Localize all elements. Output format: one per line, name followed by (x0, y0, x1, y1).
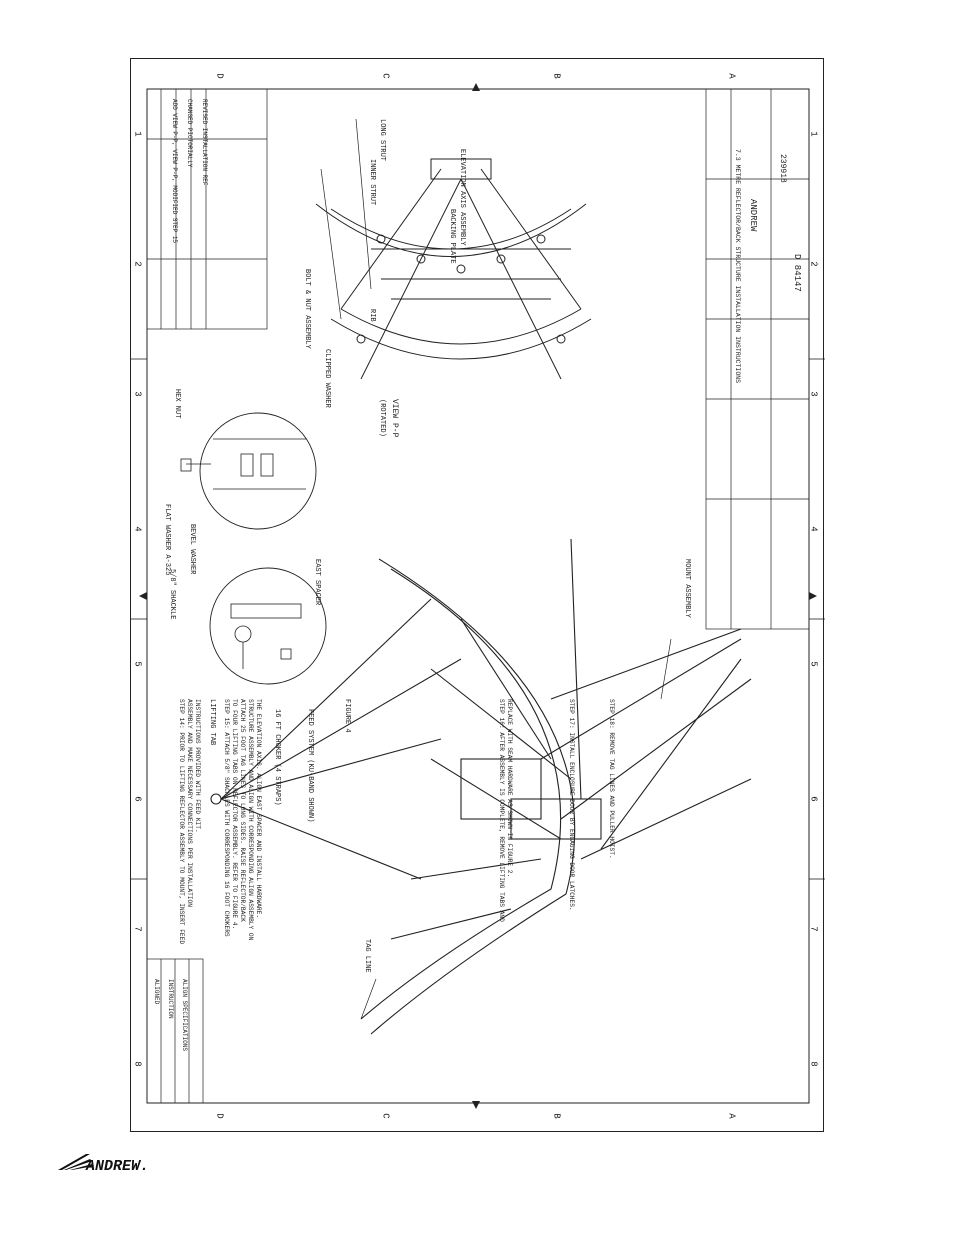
note-step16: STEP 16: AFTER ASSEMBLY IS COMPLETE, REM… (498, 699, 513, 922)
label-figure: FIGURE 4 (343, 699, 351, 733)
zone-arrow-bottom (472, 1101, 480, 1109)
zone-arrow-top (472, 83, 480, 91)
zone-num-4-left: 4 (132, 526, 143, 532)
zone-letter-a-top: A (726, 73, 737, 79)
zone-letter-d-bottom: D (214, 1113, 225, 1119)
zone-num-2-left: 2 (132, 261, 143, 267)
label-rev-c: REVISED INSTALLATION REF (201, 99, 208, 186)
main-reflector-assembly (210, 538, 752, 1035)
zone-arrow-left (139, 592, 147, 600)
zone-letter-b-bottom: B (551, 1113, 562, 1119)
label-title: 7.3 METRE REFLECTOR/BACK STRUCTURE INSTA… (734, 149, 741, 383)
label-lifting-tab: LIFTING TAB (208, 699, 216, 745)
label-spec-0: ALIGNED (153, 979, 160, 1005)
label-rib: RIB (368, 309, 376, 322)
label-spec-1: INSTRUCTION (167, 979, 174, 1019)
drawing-sheet: HEX NUT FLAT WASHER A-325 BEVEL WASHER 5/8"… (130, 58, 825, 1132)
zone-num-5-left: 5 (132, 661, 143, 667)
label-sheet: D 84147 (792, 254, 802, 292)
zone-arrow-right (809, 592, 817, 600)
label-company: ANDREW (748, 199, 758, 232)
leader-elevation (320, 168, 342, 320)
label-view-pp-sub: (ROTATED) (378, 399, 386, 437)
label-mount: MOUNT ASSEMBLY (683, 559, 691, 619)
leader-long-strut (355, 118, 372, 290)
zone-num-7-right: 7 (808, 926, 819, 932)
zone-num-7-left: 7 (132, 926, 143, 932)
label-backing-plate: BACKING PLATE (448, 209, 456, 264)
label-clipped-washer: CLIPPED WASHER (323, 349, 331, 409)
label-flat-washer: FLAT WASHER A-325 (163, 504, 171, 575)
note-step15: STEP 15: ATTACH 5/8" SHACKLES WITH CORRE… (223, 699, 262, 941)
zone-letter-c-top: C (380, 73, 391, 79)
label-inner-strut: INNER STRUT (368, 159, 376, 205)
note-step14: STEP 14: PRIOR TO LIFTING REFLECTOR ASSE… (178, 699, 201, 944)
label-spec-2: ALIGN SPECIFICATIONS (181, 979, 188, 1051)
zone-num-2-right: 2 (808, 261, 819, 267)
andrew-logo-text: ANDREW. (85, 1158, 149, 1174)
zone-num-8-left: 8 (132, 1061, 143, 1067)
label-bevel-washer: BEVEL WASHER (188, 524, 196, 575)
zone-letter-b-top: B (551, 73, 562, 79)
zone-num-3-left: 3 (132, 391, 143, 397)
note-step17: STEP 17: INSTALL ENCLOSURE DOOR BY ENGAG… (568, 699, 575, 911)
technical-drawing: HEX NUT FLAT WASHER A-325 BEVEL WASHER 5/8"… (131, 83, 825, 1109)
label-view-pp: VIEW P-P (390, 399, 399, 438)
view-pp-structure (315, 158, 592, 380)
label-long-strut: LONG STRUT (378, 119, 386, 161)
label-drawing-number: 239918 (778, 154, 787, 183)
zone-num-3-right: 3 (808, 391, 819, 397)
zone-num-4-right: 4 (808, 526, 819, 532)
label-choker: 16 FT CHOKER (4 STRAPS) (273, 709, 281, 806)
zone-num-8-right: 8 (808, 1061, 819, 1067)
title-block (705, 88, 810, 630)
note-step18: STEP 18: REMOVE TAG LINES AND PULLER HOI… (608, 699, 615, 859)
label-hex-nut: HEX NUT (173, 389, 181, 418)
zone-num-5-right: 5 (808, 661, 819, 667)
label-east-spacer: EAST SPACER (313, 559, 321, 606)
zone-num-6-right: 6 (808, 796, 819, 802)
zone-letter-d-top: D (214, 73, 225, 79)
label-feed-system: FEED SYSTEM (KU-BAND SHOWN) (306, 709, 314, 822)
zone-num-1-left: 1 (132, 131, 143, 137)
zone-num-6-left: 6 (132, 796, 143, 802)
label-shackle: 5/8" SHACKLE (168, 569, 176, 619)
label-bolt-nut: BOLT & NUT ASSEMBLY (303, 269, 311, 350)
label-tag-line: TAG LINE (363, 939, 371, 973)
label-rev-a: ADD VIEW P-P, VIEW P-P, MODIFIED STEP 15 (171, 99, 178, 243)
zone-letter-a-bottom: A (726, 1113, 737, 1119)
detail-circle-shackle (209, 567, 327, 685)
detail-circle-hardware (199, 412, 317, 530)
andrew-logo: ANDREW. (58, 1154, 149, 1174)
zone-num-1-right: 1 (808, 131, 819, 137)
leader-mount (660, 638, 672, 700)
spec-block (146, 958, 204, 1104)
label-rev-b: CHANGED PICTORIALLY (186, 99, 193, 168)
leader-tag-line (360, 978, 377, 1020)
revision-block (146, 88, 268, 330)
zone-letter-c-bottom: C (380, 1113, 391, 1119)
label-elevation: ELEVATION AXIS ASSEMBLY (458, 149, 466, 246)
